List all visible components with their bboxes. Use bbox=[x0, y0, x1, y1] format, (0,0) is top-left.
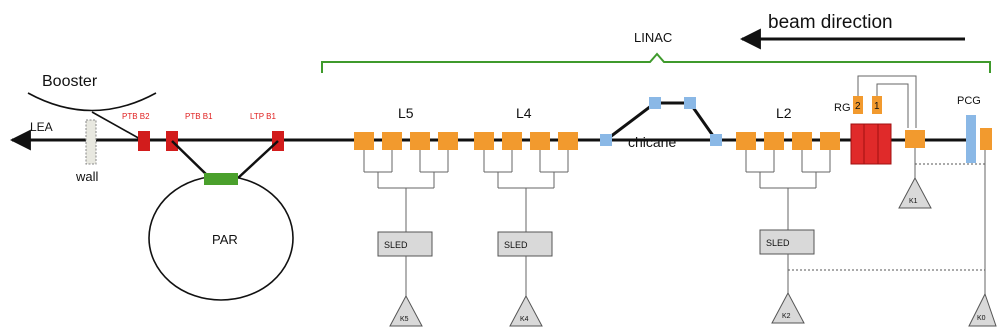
l4-structure-4 bbox=[558, 132, 578, 150]
k2-label: K2 bbox=[782, 313, 791, 320]
pcg-chicane-magnet bbox=[966, 115, 976, 163]
l2-structure-4 bbox=[820, 132, 840, 150]
timing-lines bbox=[788, 163, 985, 271]
par-transfer-right bbox=[237, 140, 279, 179]
l4-structure-1 bbox=[474, 132, 494, 150]
rg-cell-2-marker bbox=[853, 96, 863, 114]
l5-structure-1 bbox=[354, 132, 374, 150]
k5-klystron bbox=[389, 294, 423, 327]
l5-structure-2 bbox=[382, 132, 402, 150]
ptb-b2-marker bbox=[138, 131, 150, 151]
l2-structure-2 bbox=[764, 132, 784, 150]
rg-label: RG bbox=[834, 102, 851, 114]
rg-gun-body bbox=[850, 123, 892, 165]
k1-klystron bbox=[898, 176, 932, 209]
k5-label: K5 bbox=[400, 316, 409, 323]
booster-ring-arc bbox=[27, 92, 157, 112]
ptb-b2-label: PTB B2 bbox=[122, 112, 150, 121]
ptb-b1-label: PTB B1 bbox=[185, 112, 213, 121]
rg-cell-1-label: 1 bbox=[874, 101, 880, 112]
beam-direction-group: beam direction bbox=[739, 12, 965, 50]
wall-block bbox=[85, 119, 97, 165]
rf-gun-group: RG 2 1 K1 bbox=[834, 75, 932, 209]
k2-klystron bbox=[771, 291, 805, 324]
l2-section: L2 SLED K2 bbox=[736, 105, 840, 324]
l2-label: L2 bbox=[776, 105, 792, 121]
pcg-gun-block bbox=[980, 128, 992, 150]
pcg-label: PCG bbox=[957, 95, 981, 107]
lea-label: LEA bbox=[30, 120, 53, 134]
rg-cell-1-marker bbox=[872, 96, 882, 114]
beam-direction-label: beam direction bbox=[768, 12, 893, 33]
chicane-magnet-3 bbox=[684, 97, 696, 109]
l5-label: L5 bbox=[398, 105, 414, 121]
l4-structure-2 bbox=[502, 132, 522, 150]
l5-structure-4 bbox=[438, 132, 458, 150]
l4-sled-box bbox=[497, 231, 553, 257]
booster-group: Booster bbox=[27, 73, 157, 141]
par-injection-block bbox=[204, 173, 238, 185]
par-group: PAR bbox=[148, 140, 294, 301]
booster-extraction-line bbox=[91, 111, 143, 141]
l5-sled-box bbox=[377, 231, 433, 257]
l4-waveguide-tree bbox=[483, 150, 569, 232]
linac-label: LINAC bbox=[634, 30, 672, 45]
k4-klystron bbox=[509, 294, 543, 327]
chicane-magnet-1 bbox=[600, 134, 612, 146]
chicane-magnet-4 bbox=[710, 134, 722, 146]
transfer-markers: PTB B2 PTB B1 LTP B1 bbox=[122, 112, 284, 151]
l4-section: L4 SLED K4 bbox=[474, 105, 578, 327]
par-label: PAR bbox=[212, 232, 238, 247]
l2-sled-label: SLED bbox=[766, 238, 790, 248]
chicane-label: chicane bbox=[628, 134, 676, 150]
chicane-path bbox=[605, 101, 718, 142]
l2-sled-box bbox=[759, 229, 815, 255]
chicane-group: chicane bbox=[600, 97, 722, 150]
l4-sled-label: SLED bbox=[504, 240, 528, 250]
booster-label: Booster bbox=[42, 73, 98, 90]
k0-klystron bbox=[968, 292, 997, 327]
k0-label: K0 bbox=[977, 315, 986, 322]
l4-label: L4 bbox=[516, 105, 532, 121]
rg-cell-2-label: 2 bbox=[855, 101, 861, 112]
l5-sled-label: SLED bbox=[384, 240, 408, 250]
chicane-magnet-2 bbox=[649, 97, 661, 109]
linac-bracket-line bbox=[321, 52, 991, 73]
l2-waveguide-tree bbox=[745, 150, 831, 230]
l5-section: L5 SLED K5 bbox=[354, 105, 458, 327]
par-transfer-left bbox=[171, 140, 211, 179]
shielding-wall: wall bbox=[75, 119, 99, 184]
k4-label: K4 bbox=[520, 316, 529, 323]
rg-waveguide-lines bbox=[857, 75, 917, 128]
l2-structure-1 bbox=[736, 132, 756, 150]
l5-structure-3 bbox=[410, 132, 430, 150]
k1-label: K1 bbox=[909, 198, 918, 205]
l2-structure-3 bbox=[792, 132, 812, 150]
linac-bracket: LINAC bbox=[321, 30, 991, 73]
pcg-group: PCG K0 bbox=[957, 95, 997, 327]
wall-label: wall bbox=[75, 169, 99, 184]
ltp-b1-label: LTP B1 bbox=[250, 112, 276, 121]
l5-waveguide-tree bbox=[363, 150, 449, 232]
rg-klystron-feed-block bbox=[905, 130, 925, 148]
l4-structure-3 bbox=[530, 132, 550, 150]
